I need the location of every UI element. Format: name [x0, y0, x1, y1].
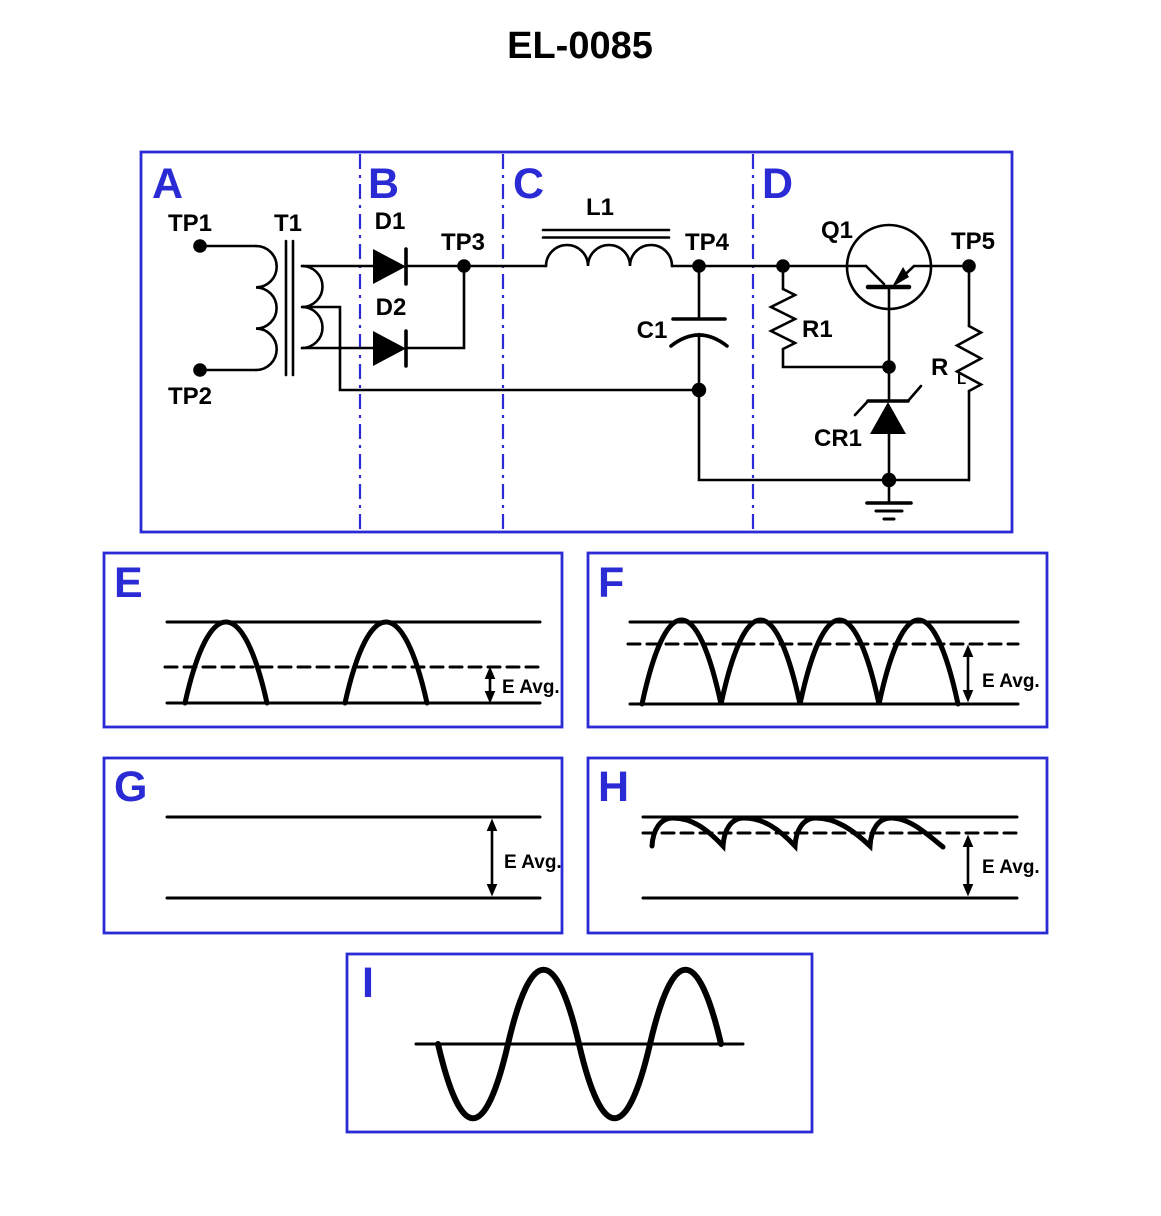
r1-bottom-wire [781, 347, 891, 369]
ground-symbol [865, 478, 913, 521]
waveform-h-border [586, 756, 1049, 935]
d1-label: D1 [375, 208, 406, 235]
section-label-d: D [762, 160, 793, 208]
section-label-a: A [152, 160, 183, 208]
f-avg-arrow [962, 644, 974, 703]
waveform-e-border [102, 551, 564, 729]
tp1-dot [193, 239, 207, 253]
tp1-label: TP1 [168, 210, 212, 237]
q1-emitter-arrow [892, 267, 909, 287]
lc-filter: L1 TP4 C1 [541, 194, 971, 482]
waveform-i-border [345, 952, 814, 1134]
g-avg-arrow [486, 818, 498, 897]
half-wave-trace [182, 619, 430, 706]
return-junction-dot [691, 382, 707, 398]
h-avg-label: E Avg. [982, 857, 1040, 878]
cr1-zener-triangle [870, 402, 906, 434]
cr1-zener-tail-left [853, 399, 870, 417]
arrow-head-down [484, 691, 496, 704]
waveform-box-f: F E Avg. [586, 551, 1049, 729]
tp2-label: TP2 [168, 383, 212, 410]
rectifier-d1-d2: D1 D2 TP3 [300, 208, 701, 392]
transformer-t1: TP1 TP2 T1 [168, 210, 324, 410]
schematic-border [139, 150, 1014, 534]
arrow-head-up [962, 834, 974, 847]
d2-label: D2 [376, 294, 407, 321]
regulator-section: R1 Q1 CR1 TP5 [768, 217, 995, 521]
page-title: EL-0085 [507, 25, 653, 67]
sine-wave-trace [435, 966, 724, 1122]
r1-label: R1 [802, 316, 833, 343]
e-avg-arrow [484, 666, 496, 704]
waveform-h-label: H [598, 763, 629, 811]
waveform-box-g: G E Avg. [102, 756, 564, 935]
h-avg-arrow [962, 834, 974, 897]
arrow-head-down [962, 690, 974, 703]
cr1-zener-tail-right [906, 384, 923, 403]
l1-coil [544, 243, 674, 268]
waveform-i-label: I [362, 959, 374, 1007]
section-label-c: C [513, 160, 544, 208]
d2-diode-triangle [373, 331, 406, 366]
waveform-f-label: F [598, 559, 624, 607]
primary-winding [254, 244, 278, 372]
waveform-f-border [586, 551, 1049, 729]
q1-collector-bend [864, 264, 886, 286]
tp3-dot [457, 259, 471, 273]
tp2-dot [193, 363, 207, 377]
rl-label: R [931, 354, 948, 381]
waveform-box-h: H E Avg. [586, 756, 1049, 935]
arrow-head-up [486, 818, 498, 831]
tp3-label: TP3 [441, 229, 485, 256]
l1-label: L1 [586, 194, 614, 221]
rl-resistor-zigzag [954, 324, 984, 393]
r1-resistor-zigzag [768, 287, 798, 351]
g-avg-label: E Avg. [504, 852, 562, 873]
e-avg-label: E Avg. [502, 677, 560, 698]
waveform-box-i: I [345, 952, 814, 1134]
f-avg-label: E Avg. [982, 671, 1040, 692]
waveform-box-e: E E Avg. [102, 551, 564, 729]
tp4-dot [692, 259, 706, 273]
cr1-label: CR1 [814, 425, 862, 452]
full-wave-trace [639, 617, 961, 707]
q1-label: Q1 [821, 217, 853, 244]
section-label-b: B [368, 160, 399, 208]
ripple-trace [649, 815, 946, 852]
c1-label: C1 [637, 317, 668, 344]
arrow-head-down [486, 884, 498, 897]
schematic-panel: A B C D TP1 TP2 T1 [139, 150, 1014, 534]
waveform-e-label: E [114, 559, 143, 607]
waveform-g-label: G [114, 763, 147, 811]
arrow-head-up [962, 644, 974, 657]
waveform-g-border [102, 756, 564, 935]
tp5-label: TP5 [951, 228, 995, 255]
d1-diode-triangle [373, 249, 406, 284]
arrow-head-down [962, 884, 974, 897]
c1-bottom-lead-and-ground-rail [697, 332, 971, 482]
tp4-label: TP4 [685, 229, 730, 256]
arrow-head-up [484, 666, 496, 679]
rl-label-subscript: L [957, 371, 966, 388]
d2-output-wire [404, 264, 466, 350]
t1-label: T1 [274, 210, 302, 237]
